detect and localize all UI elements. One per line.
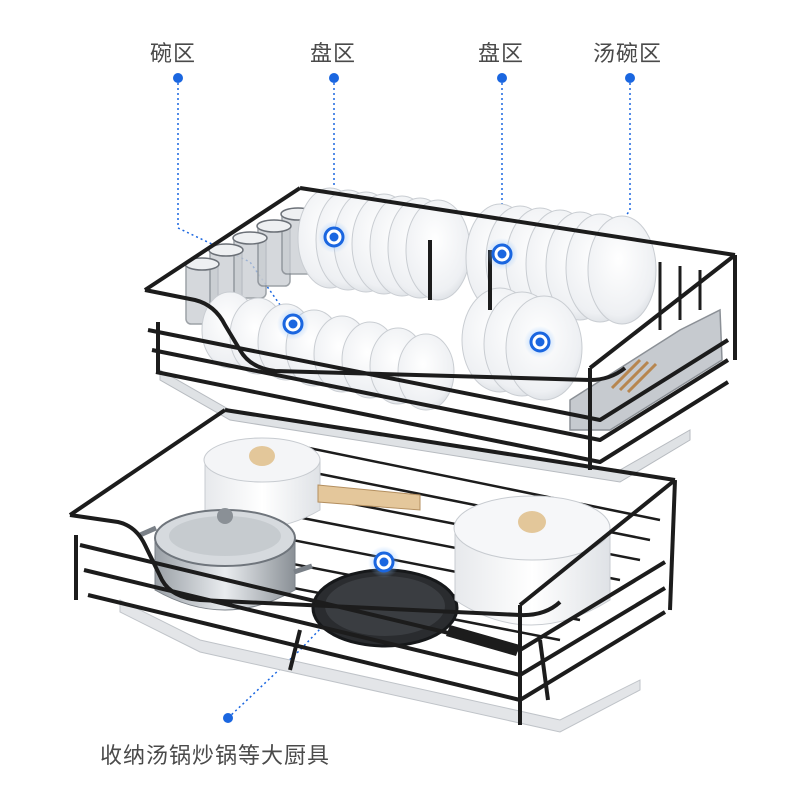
label-soup-bowl-zone: 汤碗区 [593,42,663,67]
plates-back-right [465,203,657,325]
steel-pot [138,508,313,611]
callout-top-dots [173,73,635,723]
label-bowl-zone: 碗区 [150,42,197,67]
label-bottom-caption: 收纳汤锅炒锅等大厨具 [100,744,331,769]
top-rack [143,186,737,483]
soup-bowls [461,287,583,401]
bottom-rack-wire-frame [68,408,677,725]
bottom-rack [68,408,677,733]
marker-soup-bowl [524,326,556,358]
top-rack-wire-frame [143,186,737,470]
white-stockpot [453,495,611,626]
label-plate-zone-right: 盘区 [478,42,525,67]
label-plate-zone-left: 盘区 [310,42,357,67]
marker-bowl [277,308,309,340]
marker-plate-right [486,238,518,270]
marker-plate-left [318,221,350,253]
marker-bottom-rack [368,546,400,578]
utensil-holder [569,308,723,431]
callout-markers [277,221,556,578]
